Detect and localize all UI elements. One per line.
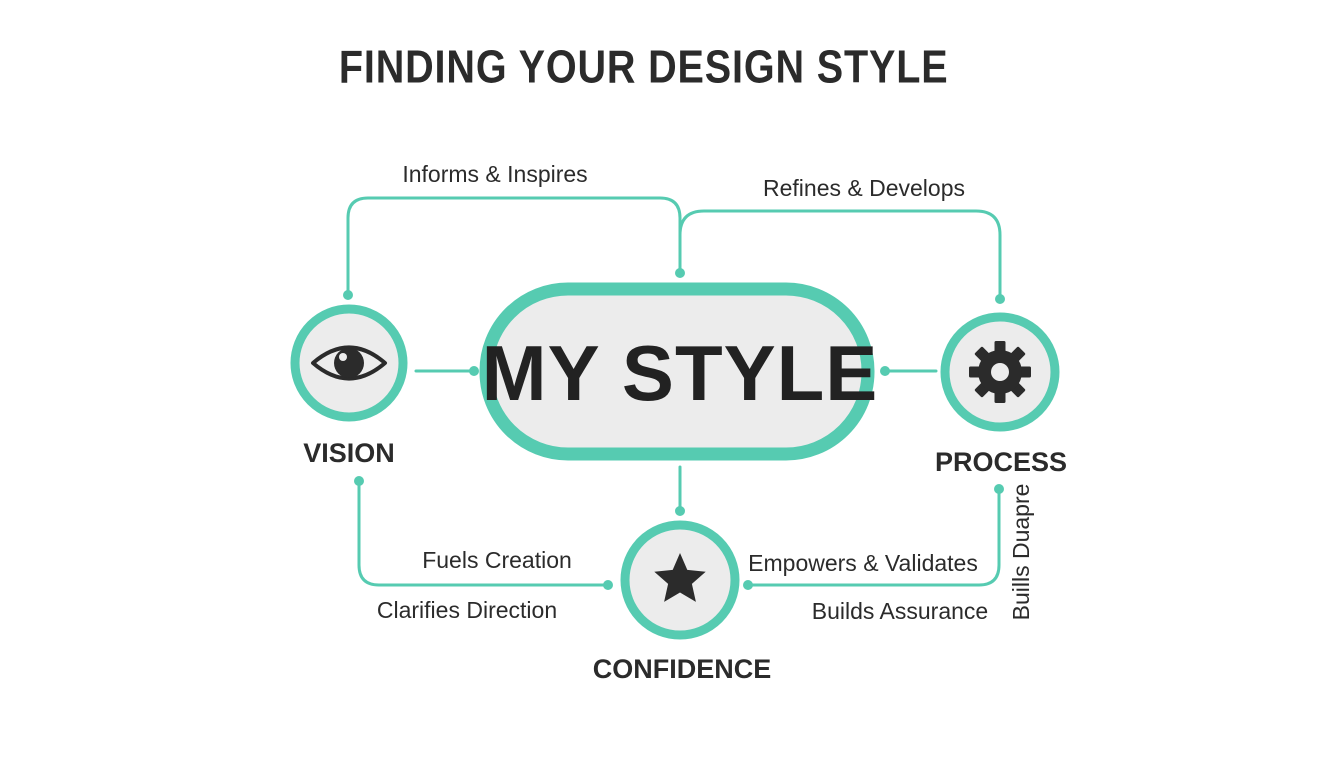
- edge-label-fuels: Fuels Creation: [422, 547, 572, 573]
- dot: [603, 580, 613, 590]
- dot: [743, 580, 753, 590]
- connector-informs: [346, 196, 682, 297]
- connector-fuels: [357, 479, 610, 587]
- edge-label-empowers: Empowers & Validates: [748, 550, 978, 576]
- gear-icon: [969, 341, 1031, 403]
- center-label: MY STYLE: [482, 329, 879, 417]
- dot: [675, 506, 685, 516]
- center-node: MY STYLE: [479, 282, 879, 461]
- center-pill: [479, 282, 875, 461]
- connectors: [346, 196, 1002, 587]
- edge-label-builds: Builds Assurance: [812, 598, 988, 624]
- connector-empowers: [746, 487, 1001, 587]
- dot: [343, 290, 353, 300]
- edge-label-informs: Informs & Inspires: [402, 161, 587, 187]
- dot: [995, 294, 1005, 304]
- dot: [354, 476, 364, 486]
- confidence-label: CONFIDENCE: [593, 654, 772, 684]
- diagram-title: FINDING YOUR DESIGN STYLE: [339, 42, 949, 93]
- vision-node: VISION: [290, 304, 408, 468]
- dot: [994, 484, 1004, 494]
- edge-label-refines: Refines & Develops: [763, 175, 965, 201]
- process-node: PROCESS: [935, 312, 1067, 477]
- dot: [880, 366, 890, 376]
- process-label: PROCESS: [935, 447, 1067, 477]
- connector-refines: [678, 209, 1002, 301]
- dot: [469, 366, 479, 376]
- edge-label-vertical: Buills Duapre: [1008, 484, 1034, 621]
- vision-label: VISION: [303, 438, 395, 468]
- eye-icon: [311, 345, 387, 381]
- connector-dots: [343, 268, 1005, 590]
- edge-label-clarifies: Clarifies Direction: [377, 597, 557, 623]
- confidence-node: CONFIDENCE: [593, 520, 772, 684]
- star-icon: [654, 553, 706, 602]
- dot: [675, 268, 685, 278]
